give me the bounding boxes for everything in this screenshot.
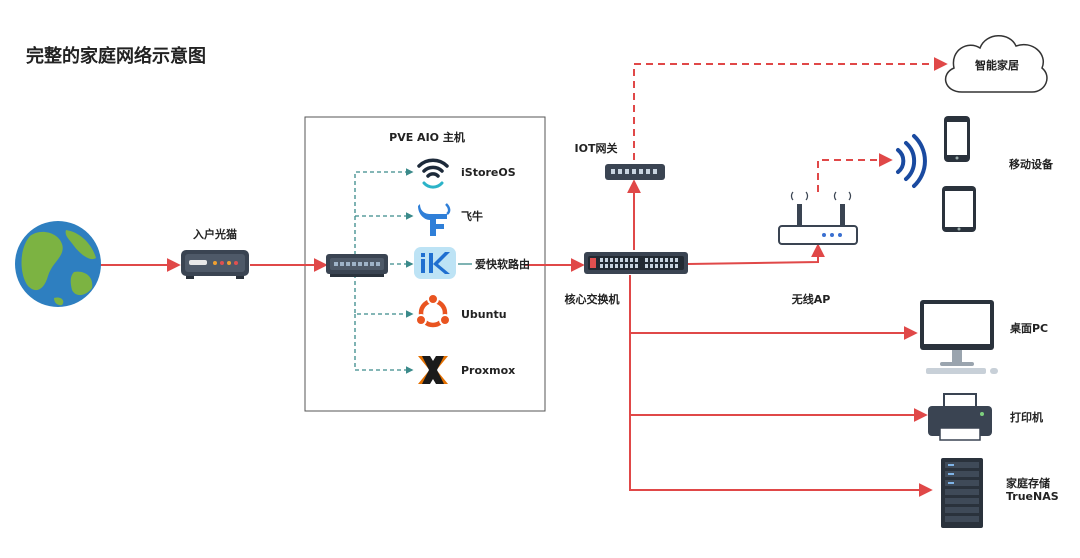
desktop-label: 桌面PC xyxy=(1009,321,1048,335)
vm-label-ubuntu: Ubuntu xyxy=(461,308,507,321)
ikuai-icon xyxy=(414,247,456,279)
vm-label-ikuai: 爱快软路由 xyxy=(475,257,530,271)
link-core-ap xyxy=(687,243,825,265)
core-switch-label: 核心交换机 xyxy=(565,292,620,306)
modem-label: 入户光猫 xyxy=(193,227,237,241)
wired-links xyxy=(100,179,933,497)
proxmox-icon xyxy=(418,356,448,384)
vlink-ubuntu xyxy=(354,274,414,318)
pve-switch-icon xyxy=(326,254,388,277)
link-ap-mobile xyxy=(817,153,893,192)
wifi-signal-icon xyxy=(896,134,927,188)
nas-server-icon xyxy=(941,458,983,528)
printer-icon xyxy=(928,393,992,441)
modem-icon xyxy=(181,250,249,279)
link-iot-smarthome xyxy=(633,57,948,160)
vm-label-proxmox: Proxmox xyxy=(461,364,515,377)
wireless-ap-icon xyxy=(778,191,858,245)
fnos-bull-icon xyxy=(418,203,451,236)
printer-label: 打印机 xyxy=(1010,410,1043,424)
vlink-proxmox xyxy=(354,314,414,374)
istoreos-wifi-icon xyxy=(417,156,449,189)
vm-label-istoreos: iStoreOS xyxy=(461,166,516,179)
iot-gateway-icon xyxy=(605,164,665,180)
ubuntu-icon xyxy=(415,293,451,328)
nas-label-line1: 家庭存储 xyxy=(1006,476,1050,490)
nas-label-line2: TrueNAS xyxy=(1006,490,1059,503)
core-switch-icon xyxy=(584,252,688,274)
phone-icon xyxy=(944,116,970,162)
link-core-trunk xyxy=(629,275,933,497)
wireless-links xyxy=(633,57,948,192)
desktop-pc-icon xyxy=(920,300,998,374)
smart-home-label: 智能家居 xyxy=(975,58,1019,72)
page-title: 完整的家庭网络示意图 xyxy=(26,45,206,67)
globe-icon xyxy=(15,221,101,307)
vlink-istoreos xyxy=(354,168,414,255)
tablet-icon xyxy=(942,186,976,232)
cloud-icon xyxy=(944,35,1048,93)
virtual-links xyxy=(354,168,414,374)
vm-label-fnos: 飞牛 xyxy=(461,209,483,223)
wireless-ap-label: 无线AP xyxy=(791,292,831,306)
mobile-label: 移动设备 xyxy=(1009,157,1054,171)
pve-host-title: PVE AIO 主机 xyxy=(389,130,465,144)
iot-gateway-label: IOT网关 xyxy=(575,141,618,155)
